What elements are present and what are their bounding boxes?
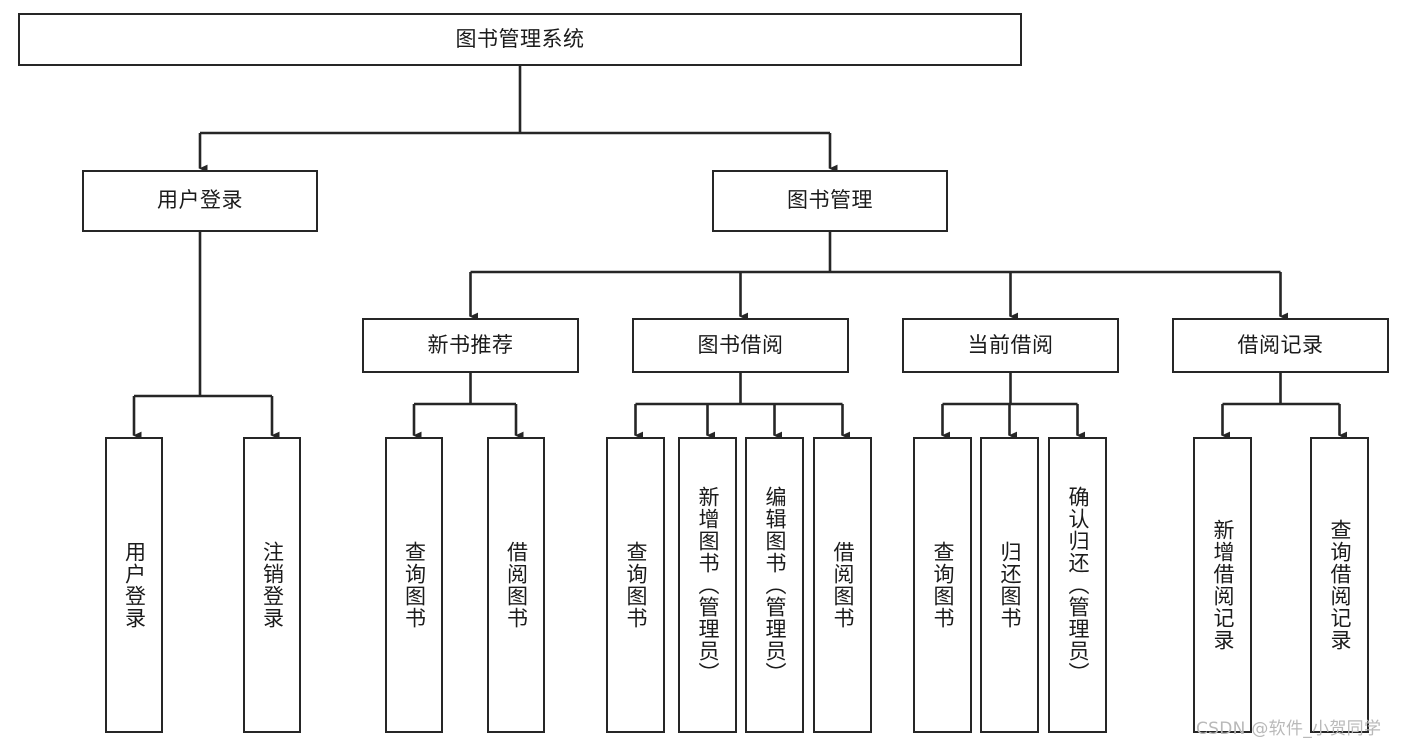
csdn-watermark: CSDN @软件_小贺同学 — [1196, 719, 1382, 739]
leaf-record-query-label: 查询借阅记录 — [1328, 519, 1352, 651]
leaf-recommend-borrow-book[interactable]: 借阅图书 — [487, 437, 545, 733]
node-root-label: 图书管理系统 — [455, 26, 585, 51]
leaf-record-add[interactable]: 新增借阅记录 — [1193, 437, 1252, 733]
leaf-borrow-query-book[interactable]: 查询图书 — [606, 437, 665, 733]
node-book-borrowing-label: 图书借阅 — [697, 332, 784, 357]
leaf-user-logout[interactable]: 注销登录 — [243, 437, 301, 733]
leaf-current-return-book-label: 归还图书 — [998, 541, 1022, 629]
leaf-user-logout-label: 注销登录 — [260, 541, 285, 629]
leaf-record-query[interactable]: 查询借阅记录 — [1310, 437, 1369, 733]
leaf-current-confirm-return[interactable]: 确认归还（管理员） — [1048, 437, 1107, 733]
leaf-borrow-edit-book-label: 编辑图书（管理员） — [763, 486, 787, 684]
leaf-recommend-query-book-label: 查询图书 — [402, 541, 427, 629]
node-book-management-label: 图书管理 — [787, 188, 873, 213]
leaf-borrow-query-book-label: 查询图书 — [624, 541, 648, 629]
leaf-current-return-book[interactable]: 归还图书 — [980, 437, 1039, 733]
node-user-login[interactable]: 用户登录 — [82, 170, 318, 232]
leaf-current-query-book[interactable]: 查询图书 — [913, 437, 972, 733]
node-book-borrowing[interactable]: 图书借阅 — [632, 318, 849, 373]
node-new-book-recommendation[interactable]: 新书推荐 — [362, 318, 579, 373]
leaf-recommend-query-book[interactable]: 查询图书 — [385, 437, 443, 733]
leaf-borrow-edit-book[interactable]: 编辑图书（管理员） — [745, 437, 804, 733]
node-user-login-label: 用户登录 — [157, 188, 243, 213]
leaf-user-login-label: 用户登录 — [122, 541, 147, 629]
node-root[interactable]: 图书管理系统 — [18, 13, 1022, 66]
node-book-management[interactable]: 图书管理 — [712, 170, 948, 232]
leaf-record-add-label: 新增借阅记录 — [1211, 519, 1235, 651]
node-current-borrowing-label: 当前借阅 — [967, 332, 1054, 357]
leaf-borrow-borrow-book-label: 借阅图书 — [831, 541, 855, 629]
leaf-user-login[interactable]: 用户登录 — [105, 437, 163, 733]
node-borrowing-record-label: 借阅记录 — [1237, 332, 1324, 357]
leaf-borrow-add-book-label: 新增图书（管理员） — [696, 486, 720, 684]
leaf-current-confirm-return-label: 确认归还（管理员） — [1066, 486, 1090, 684]
node-borrowing-record[interactable]: 借阅记录 — [1172, 318, 1389, 373]
leaf-current-query-book-label: 查询图书 — [931, 541, 955, 629]
node-new-book-recommendation-label: 新书推荐 — [427, 332, 514, 357]
leaf-borrow-add-book[interactable]: 新增图书（管理员） — [678, 437, 737, 733]
leaf-recommend-borrow-book-label: 借阅图书 — [504, 541, 529, 629]
node-current-borrowing[interactable]: 当前借阅 — [902, 318, 1119, 373]
leaf-borrow-borrow-book[interactable]: 借阅图书 — [813, 437, 872, 733]
